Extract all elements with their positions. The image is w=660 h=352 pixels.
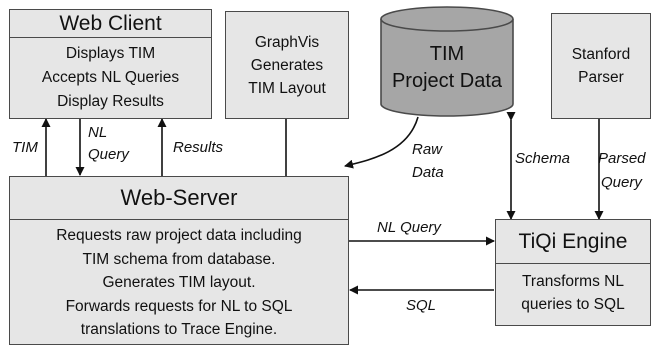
web-client-line: Displays TIM [65, 45, 156, 62]
stanford-parser-line: Stanford [571, 46, 631, 63]
web-client-title: Web Client [10, 10, 211, 38]
graphvis-line: TIM Layout [248, 79, 326, 97]
database-label: TIM Project Data [381, 38, 513, 98]
web-server-line: Generates TIM layout. [102, 274, 256, 291]
label-raw: Raw [412, 141, 443, 158]
label-results: Results [173, 139, 224, 156]
web-server-line: translations to Trace Engine. [80, 321, 278, 338]
tiqi-engine-title: TiQi Engine [496, 220, 650, 264]
stanford-parser-box: Stanford Parser [551, 13, 651, 119]
label-sql: SQL [406, 297, 437, 314]
label-schema: Schema [515, 150, 571, 167]
web-server-line: Requests raw project data including [56, 227, 302, 244]
graphvis-line: GraphVis [254, 33, 320, 51]
database-line: Project Data [391, 70, 503, 92]
label-parsed: Parsed [598, 150, 646, 167]
tiqi-engine-box: TiQi Engine Transforms NL queries to SQL [495, 219, 651, 326]
tiqi-engine-description: Transforms NL queries to SQL [496, 264, 650, 316]
graphvis-line: Generates [250, 56, 324, 74]
arrow-raw-data [344, 116, 419, 169]
tiqi-engine-line: queries to SQL [521, 296, 625, 313]
graphvis-box: GraphVis Generates TIM Layout [225, 11, 349, 119]
stanford-parser-line: Parser [578, 69, 624, 86]
web-server-line: TIM schema from database. [82, 250, 276, 268]
label-nl-query: NL Query [377, 219, 441, 236]
label-tim: TIM [12, 139, 38, 156]
label-query: Query [88, 146, 129, 163]
database-line: TIM [429, 43, 465, 65]
web-server-box: Web-Server Requests raw project data inc… [9, 176, 349, 345]
web-server-description: Requests raw project data including TIM … [10, 220, 348, 342]
web-server-line: Forwards requests for NL to SQL [65, 297, 293, 315]
label-parsed-query: Query [601, 174, 642, 191]
web-server-title: Web-Server [10, 177, 348, 220]
database-cylinder [380, 6, 514, 117]
web-client-box: Web Client Displays TIM Accepts NL Queri… [9, 9, 212, 119]
tiqi-engine-line: Transforms NL [522, 273, 624, 290]
label-nl: NL [88, 124, 108, 141]
web-client-line: Accepts NL Queries [41, 69, 180, 86]
label-data: Data [412, 164, 444, 181]
web-client-line: Display Results [57, 93, 164, 110]
web-client-description: Displays TIM Accepts NL Queries Display … [10, 38, 211, 114]
